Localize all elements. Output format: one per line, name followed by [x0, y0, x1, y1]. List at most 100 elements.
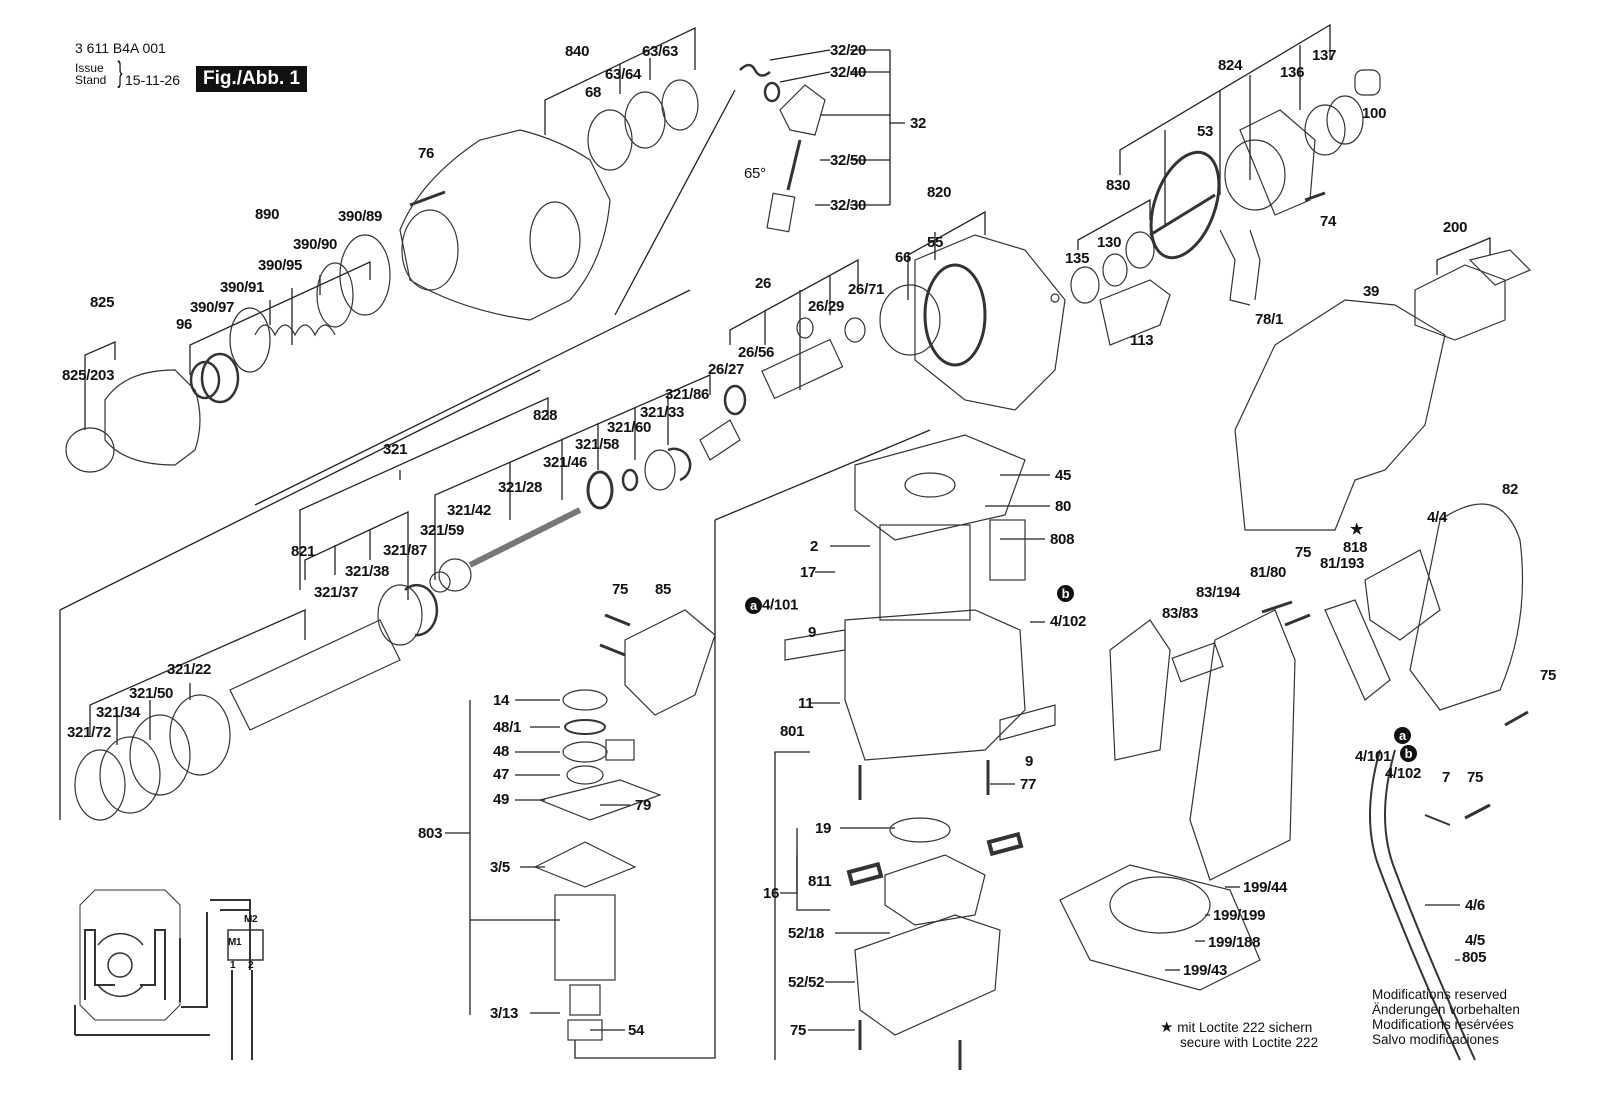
- part-label: 390/89: [338, 208, 383, 225]
- part-label: 4/102: [1050, 613, 1087, 630]
- part-label: 803: [418, 825, 443, 842]
- part-label: 321/86: [665, 386, 710, 403]
- part-label: 821: [291, 543, 316, 560]
- part-label: 26: [755, 275, 772, 292]
- part-label: 3/5: [490, 859, 510, 876]
- marker-b-icon: b: [1400, 745, 1417, 762]
- group-frame-lines: [59, 23, 1491, 1060]
- issue-label-block: Issue Stand: [75, 62, 106, 86]
- part-label: 321/33: [640, 404, 685, 421]
- part-label: 32/40: [830, 64, 867, 81]
- part-sketches: [65, 63, 1532, 1070]
- part-label: 47: [493, 766, 510, 783]
- part-label: 820: [927, 184, 952, 201]
- part-label: 63/63: [642, 43, 679, 60]
- part-label: 3/13: [490, 1005, 518, 1022]
- marker-b-icon: b: [1057, 585, 1074, 602]
- part-label: 890: [255, 206, 280, 223]
- part-label: 4/101: [762, 596, 799, 614]
- part-label: 199/199: [1213, 907, 1266, 924]
- part-label: 45: [1055, 467, 1072, 484]
- schematic-terminal-2: 2: [248, 960, 254, 971]
- part-label: 4/101: [1355, 748, 1392, 765]
- part-label: 199/188: [1208, 934, 1261, 951]
- part-label: 199/43: [1183, 962, 1228, 979]
- part-label: 19: [815, 820, 832, 837]
- part-label: 321/60: [607, 419, 652, 436]
- marker-a2: a: [1394, 727, 1411, 744]
- part-label: 100: [1362, 105, 1387, 122]
- part-label: 74: [1320, 213, 1337, 230]
- part-label: 825/203: [62, 367, 115, 384]
- part-label: 54: [628, 1022, 645, 1039]
- part-label: 96: [176, 316, 193, 333]
- part-label: 4/5: [1465, 932, 1485, 949]
- schematic-m2: M2: [244, 914, 258, 925]
- part-label: 830: [1106, 177, 1131, 194]
- mod-note-fr: Modifications resérvées: [1372, 1017, 1514, 1032]
- part-label: 11: [798, 695, 814, 712]
- part-label: 68: [585, 84, 602, 101]
- part-label: 390/95: [258, 257, 303, 274]
- part-label: 321/42: [447, 502, 492, 519]
- loctite-note: ★ mit Loctite 222 sichern secure with Lo…: [1160, 1020, 1318, 1050]
- part-label: 83/194: [1196, 584, 1241, 601]
- part-label: 808: [1050, 531, 1075, 548]
- part-label: 321/22: [167, 661, 212, 678]
- part-label: 55: [927, 234, 944, 251]
- part-label: 32/50: [830, 152, 867, 169]
- part-label: 828: [533, 407, 558, 424]
- part-label: 81/193: [1320, 555, 1365, 572]
- part-label: 75: [790, 1022, 807, 1039]
- part-label: 32/30: [830, 197, 867, 214]
- part-label: 75: [1540, 667, 1557, 684]
- part-label: 52/52: [788, 974, 825, 991]
- part-label: 9: [1025, 753, 1034, 770]
- part-label: 9: [808, 624, 817, 641]
- part-label: 76: [418, 145, 435, 162]
- part-label: 200: [1443, 219, 1468, 236]
- part-label: 83/83: [1162, 605, 1199, 622]
- part-label: 75: [1467, 769, 1484, 786]
- angle-label: 65°: [744, 165, 766, 182]
- part-label: 78/1: [1255, 311, 1283, 328]
- part-label: 321/34: [96, 704, 141, 721]
- part-label: 390/91: [220, 279, 265, 296]
- part-label: 130: [1097, 234, 1122, 251]
- marker-a-icon: a: [745, 597, 762, 614]
- part-label: 48/1: [493, 719, 521, 736]
- part-label: 4/102: [1385, 765, 1422, 782]
- star-icon: ★: [1350, 521, 1364, 538]
- mod-note-de: Änderungen vorbehalten: [1372, 1002, 1520, 1017]
- part-label: 135: [1065, 250, 1090, 267]
- brace-glyph: }: [117, 56, 123, 89]
- part-label: 137: [1312, 47, 1337, 64]
- part-label: 321/46: [543, 454, 588, 471]
- part-label: 63/64: [605, 66, 642, 83]
- part-label: 199/44: [1243, 879, 1288, 896]
- part-label: 818: [1343, 539, 1368, 556]
- part-label: 4/4: [1427, 509, 1447, 526]
- part-label: 321/87: [383, 542, 428, 559]
- part-label: 85: [655, 581, 672, 598]
- part-label: 14: [493, 692, 510, 709]
- part-label: 825: [90, 294, 115, 311]
- part-label: 82: [1502, 481, 1519, 498]
- part-label: 113: [1130, 332, 1154, 349]
- star-icon: ★: [1160, 1019, 1174, 1036]
- issue-date: 15-11-26: [125, 72, 181, 88]
- part-label: 80: [1055, 498, 1072, 515]
- part-label: 321/38: [345, 563, 390, 580]
- part-label: 321/58: [575, 436, 620, 453]
- part-label: 52/18: [788, 925, 825, 942]
- part-label: 75: [612, 581, 629, 598]
- part-label: 26/29: [808, 298, 845, 315]
- part-label: 811: [808, 873, 832, 890]
- part-label: 321: [383, 441, 408, 458]
- part-label: 321/37: [314, 584, 359, 601]
- issue-label: Issue: [75, 61, 104, 75]
- marker-b2: b: [1400, 745, 1417, 762]
